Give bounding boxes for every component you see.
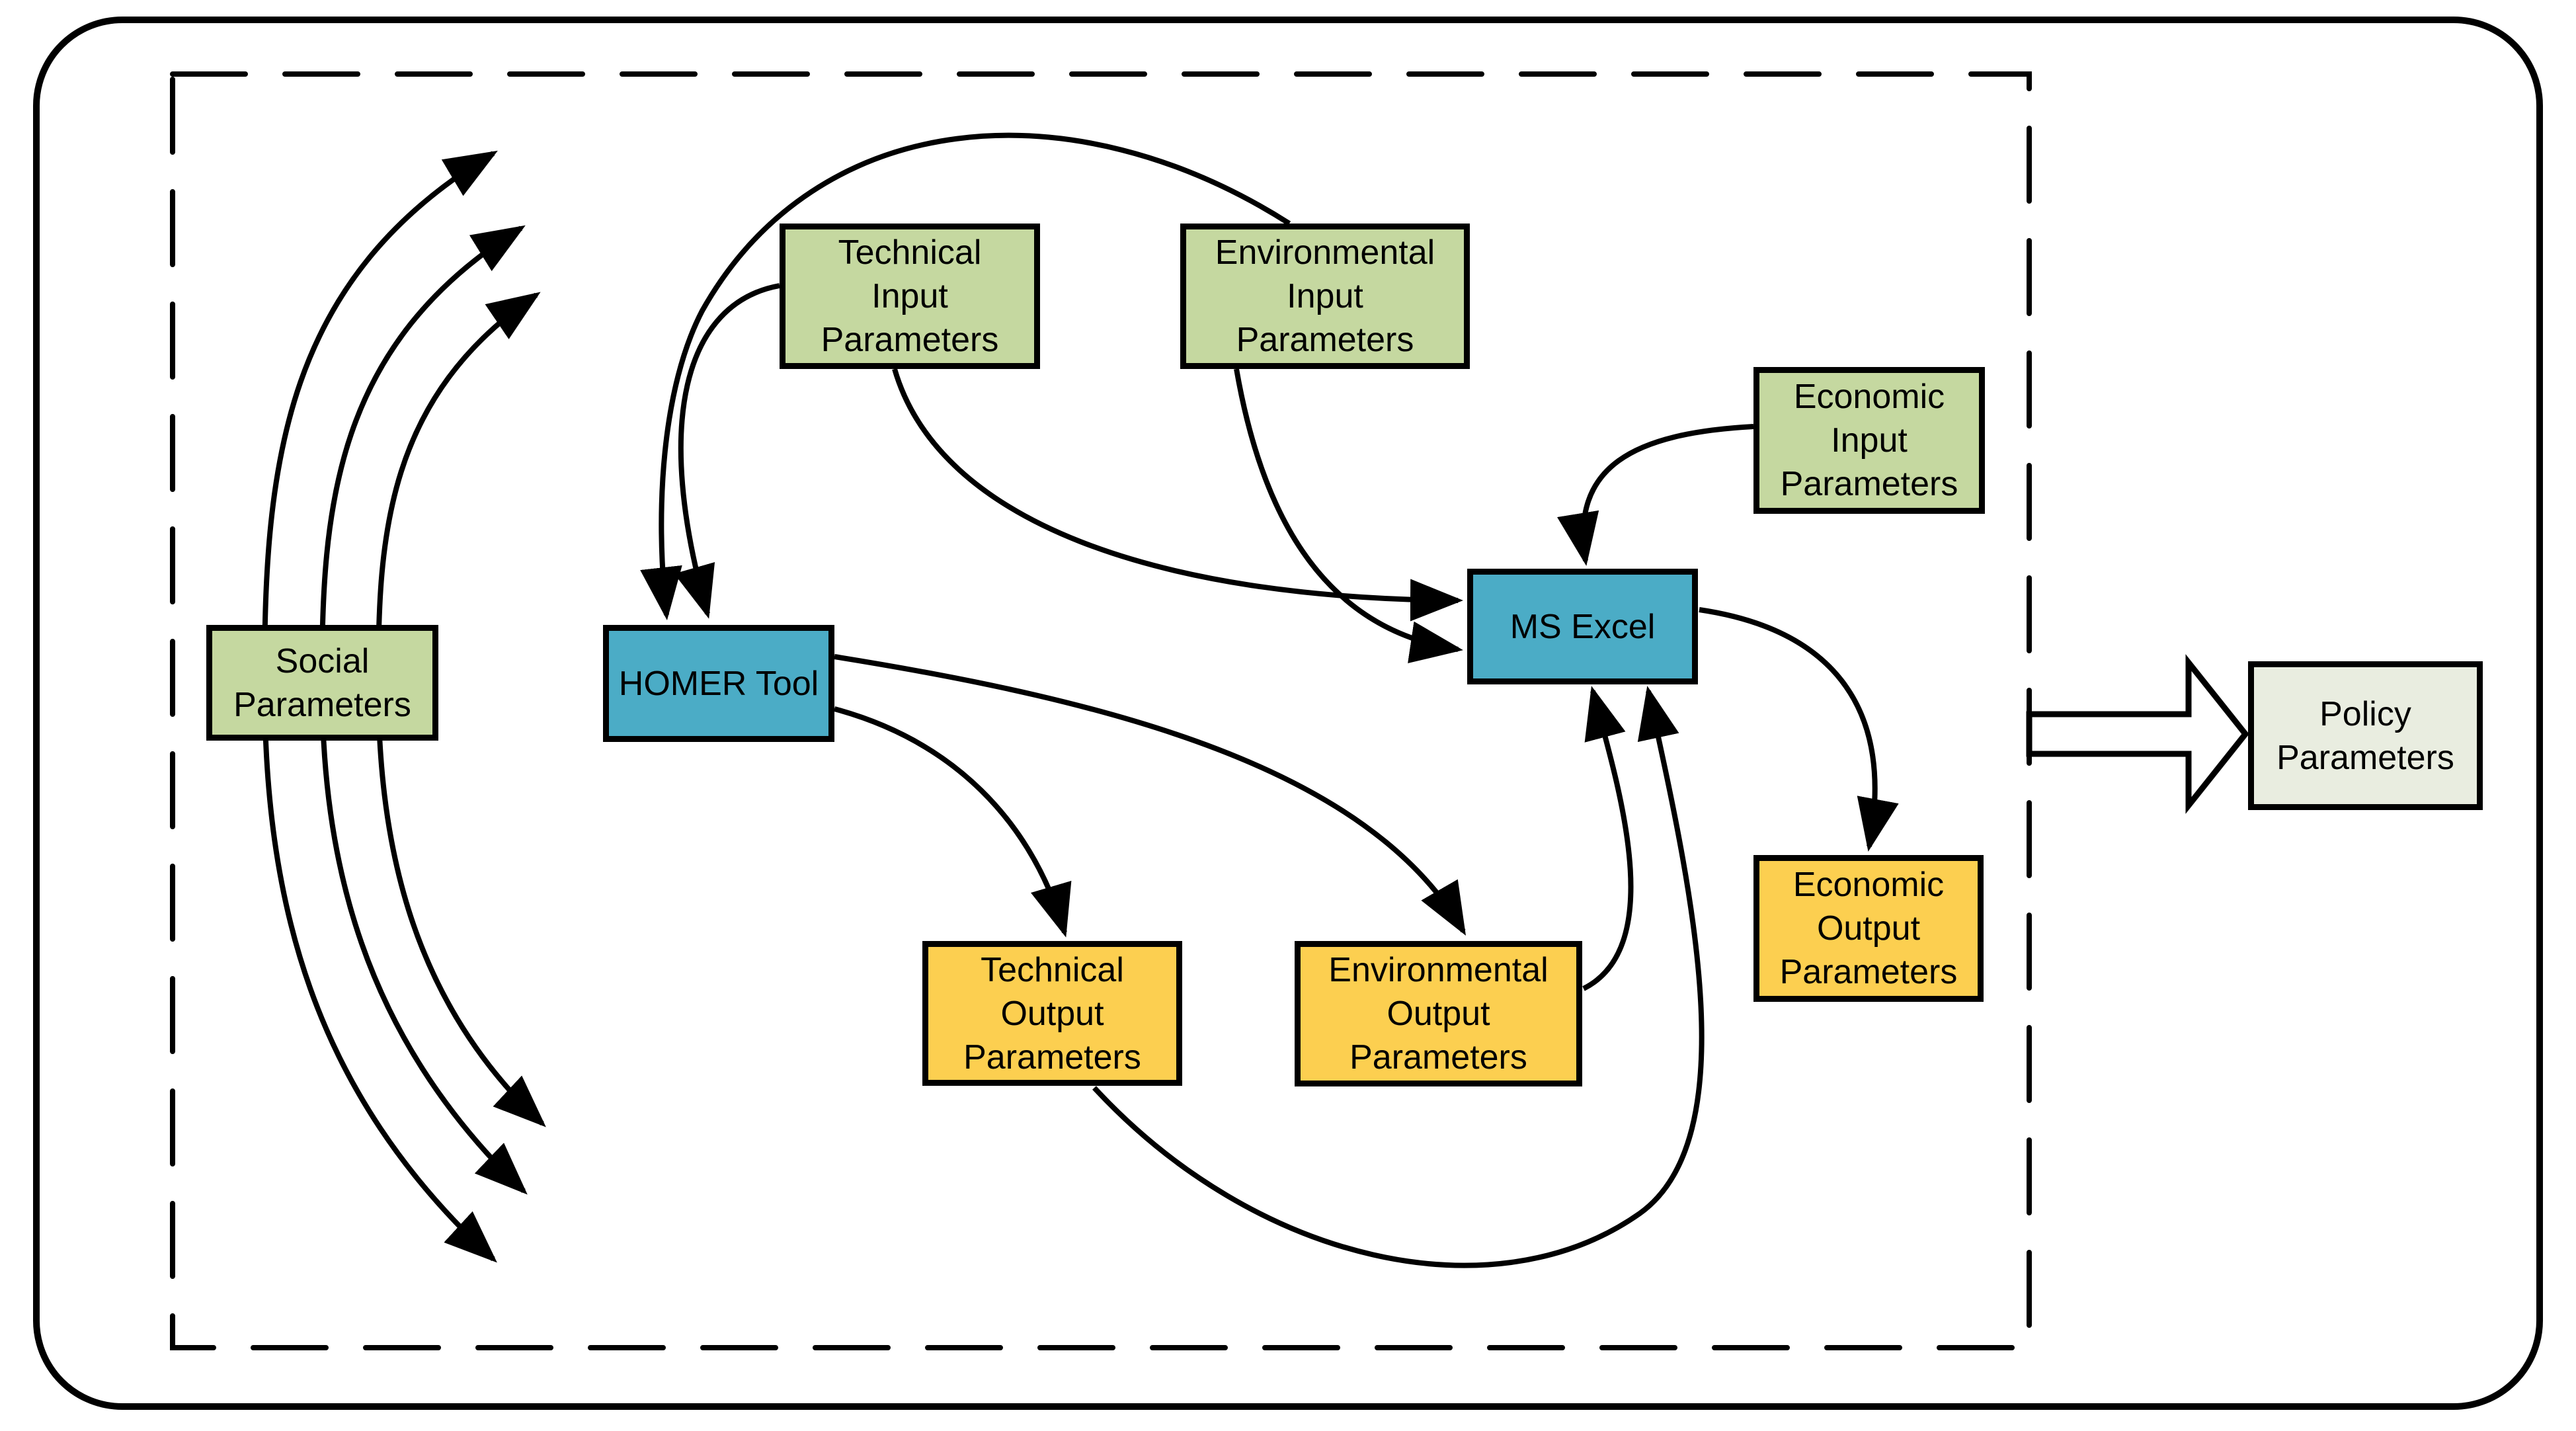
- node-ms-excel: MS Excel: [1467, 569, 1698, 684]
- edge-economic-input-to-ms-excel: [1557, 424, 1754, 566]
- edge-environmental-input-to-ms-excel: [1234, 368, 1463, 663]
- edge-technical-output-to-ms-excel: [1092, 686, 1705, 1268]
- edge-homer-to-technical-output: [833, 706, 1072, 938]
- edge-homer-to-environmental-output: [834, 654, 1467, 936]
- edge-environmental-input-to-homer: [640, 132, 1291, 620]
- edge-environmental-output-to-ms-excel: [1582, 686, 1634, 991]
- edge-technical-input-to-homer: [674, 283, 780, 619]
- edge-ms-excel-to-economic-output: [1699, 607, 1899, 852]
- node-technical-input-parameters: Technical Input Parameters: [780, 224, 1040, 369]
- node-homer-tool: HOMER Tool: [603, 625, 834, 742]
- node-economic-output-parameters: Economic Output Parameters: [1753, 855, 1984, 1002]
- node-economic-input-parameters: Economic Input Parameters: [1753, 367, 1985, 514]
- node-technical-output-parameters: Technical Output Parameters: [922, 941, 1182, 1086]
- edge-technical-input-to-ms-excel: [892, 368, 1463, 622]
- block-arrow-to-policy: [2026, 654, 2249, 814]
- node-social-parameters: Social Parameters: [206, 625, 438, 741]
- dashed-boundary: [170, 71, 2032, 1350]
- node-policy-parameters: Policy Parameters: [2248, 661, 2483, 810]
- node-environmental-input-parameters: Environmental Input Parameters: [1180, 224, 1470, 369]
- node-environmental-output-parameters: Environmental Output Parameters: [1295, 941, 1582, 1086]
- outer-frame: [33, 17, 2543, 1410]
